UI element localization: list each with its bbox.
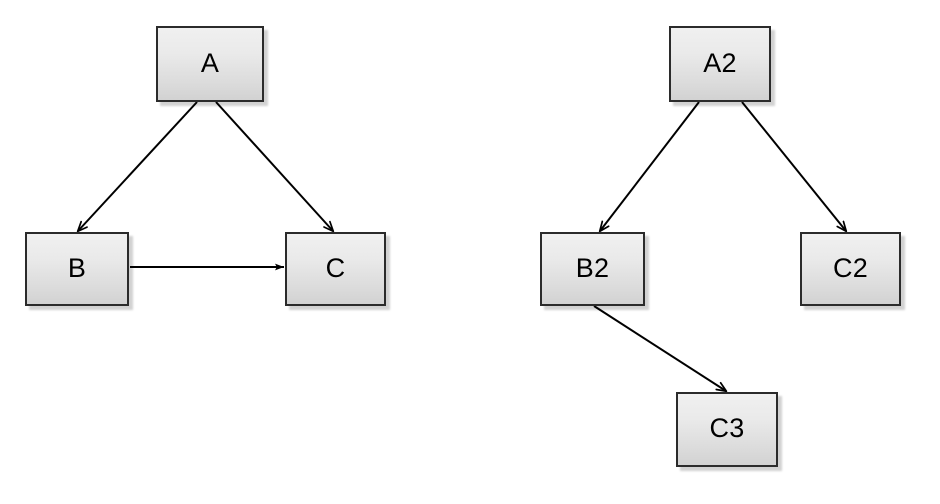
node-label: C2 [833,252,868,283]
edge-a-to-b[interactable] [76,101,198,233]
edge-a2-to-c2[interactable] [741,101,848,233]
node-label: A2 [703,47,737,78]
node-c3[interactable]: C3 [676,392,778,467]
edge-a-to-c[interactable] [215,101,335,233]
node-label: A [200,47,220,78]
node-label: B [67,252,87,283]
node-c[interactable]: C [285,232,386,306]
edges-group [76,101,848,393]
edge-b2-to-c3[interactable] [593,305,728,393]
node-b2[interactable]: B2 [540,232,645,306]
node-label: B2 [575,252,610,283]
node-a2[interactable]: A2 [669,26,771,102]
node-label: C3 [709,413,745,443]
edge-a2-to-b2[interactable] [598,101,700,233]
node-label: C [325,252,346,283]
node-c2[interactable]: C2 [800,232,901,306]
node-a[interactable]: A [156,26,264,102]
node-b[interactable]: B [25,232,129,306]
